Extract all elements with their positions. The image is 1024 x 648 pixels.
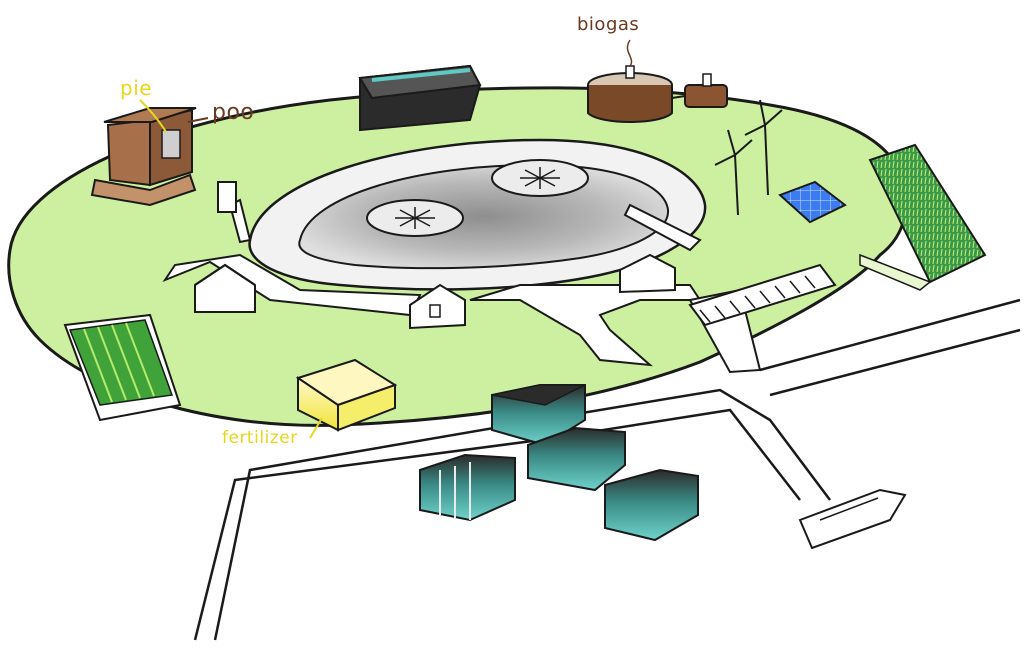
tank-2 <box>527 426 626 492</box>
aerator-left <box>366 199 464 237</box>
tank-1 <box>491 384 586 447</box>
poo-arrow <box>187 117 209 123</box>
green-roof <box>859 143 987 291</box>
pie-label: pie <box>120 76 153 100</box>
fertilizer-arrow <box>309 417 323 439</box>
reactor-black <box>358 64 482 132</box>
small-tower <box>217 181 237 213</box>
algae-tube-panel <box>63 313 182 422</box>
solar-panel <box>778 180 847 224</box>
toilet-hut <box>90 107 197 207</box>
biogas-digester <box>587 65 728 123</box>
biogas-arrow <box>626 39 633 67</box>
tank-4 <box>604 468 699 542</box>
pie-arrow <box>139 99 167 133</box>
long-building <box>688 263 837 327</box>
fertilizer-label: fertilizer <box>222 428 298 448</box>
house-center <box>409 283 466 330</box>
boat <box>798 488 907 550</box>
tank-3 <box>419 453 516 522</box>
fertilizer-box <box>295 358 398 432</box>
house-right <box>619 253 676 294</box>
wind-turbines <box>714 99 783 216</box>
poo-label: poo <box>212 100 255 125</box>
biogas-label: biogas <box>577 14 640 35</box>
aerator-right <box>491 159 589 197</box>
house-left <box>194 263 256 313</box>
